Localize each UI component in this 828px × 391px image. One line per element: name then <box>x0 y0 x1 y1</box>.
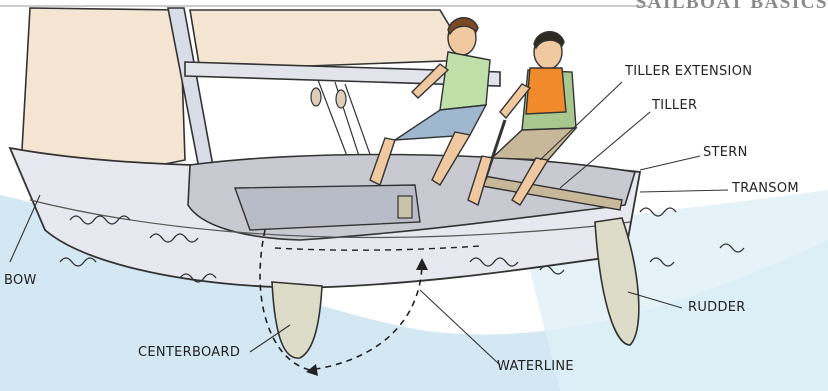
label-rudder: RUDDER <box>688 300 746 315</box>
leader-centerboard <box>249 324 291 353</box>
leader-transom <box>639 189 729 193</box>
leader-tiller-extension <box>539 81 623 161</box>
label-transom: TRANSOM <box>732 181 799 196</box>
label-centerboard: CENTERBOARD <box>138 345 241 360</box>
centerboard-trunk <box>234 184 421 231</box>
waterline-dash <box>274 245 481 251</box>
water-ripples <box>59 207 745 283</box>
page-header-title: SAILBOAT BASICS <box>635 0 828 13</box>
arc-arrowhead-lower <box>306 364 318 376</box>
jib-sail <box>189 9 472 71</box>
centerboard-arc <box>259 229 423 371</box>
label-stern: STERN <box>703 145 748 160</box>
leader-stern <box>639 155 701 171</box>
sailor-crew-front <box>467 31 578 206</box>
centerboard-handle <box>397 195 413 219</box>
rudder <box>594 217 640 346</box>
label-waterline: WATERLINE <box>497 359 574 374</box>
centerboard <box>271 281 323 359</box>
leader-tiller <box>559 111 651 189</box>
label-tiller: TILLER <box>652 98 698 113</box>
leader-rudder <box>627 291 683 309</box>
sailor-helmsman-back <box>369 17 491 186</box>
leader-lines <box>9 81 729 366</box>
label-tiller-extension: TILLER EXTENSION <box>625 64 753 79</box>
arc-arrowhead <box>416 258 428 270</box>
boom <box>184 61 501 87</box>
mainsail <box>21 7 186 169</box>
leader-bow <box>9 194 41 263</box>
label-bow: BOW <box>4 273 37 288</box>
leader-waterline <box>419 289 501 366</box>
